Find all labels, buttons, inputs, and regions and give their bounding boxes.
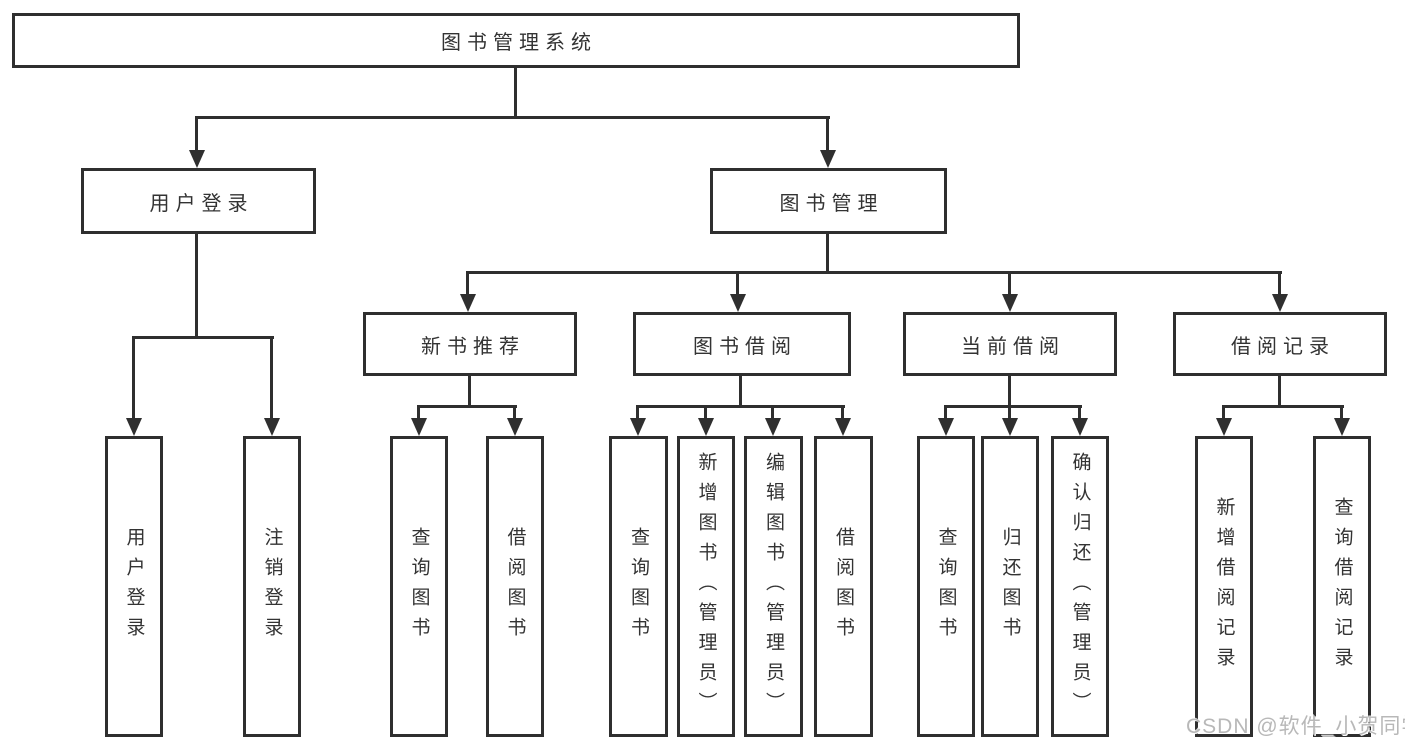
node-new-book-recommend: 新书推荐 (363, 312, 577, 376)
connector-root-rail (195, 116, 830, 119)
connector-drop (1222, 407, 1225, 418)
connector-drop (636, 407, 639, 418)
arrow-down-icon (1272, 294, 1288, 312)
arrow-down-icon (1002, 294, 1018, 312)
leaf-edit-book-admin: 编辑图书（管理员） (744, 436, 803, 737)
leaf-borrow-books-recommend: 借阅图书 (486, 436, 544, 737)
arrow-down-icon (411, 418, 427, 436)
node-book-management: 图书管理 (710, 168, 947, 234)
leaf-return-book: 归还图书 (981, 436, 1039, 737)
node-borrow-records: 借阅记录 (1173, 312, 1387, 376)
connector-drop (841, 407, 844, 418)
connector-drop (417, 407, 420, 418)
leaf-logout: 注销登录 (243, 436, 301, 737)
node-root: 图书管理系统 (12, 13, 1020, 68)
connector-user-login-rail (132, 336, 274, 339)
arrow-down-icon (1334, 418, 1350, 436)
arrow-down-icon (938, 418, 954, 436)
connector-drop-current-borrow (1008, 273, 1011, 294)
leaf-borrow-books: 借阅图书 (814, 436, 873, 737)
connector-drop (944, 407, 947, 418)
connector-drop-leaf-logout (270, 338, 273, 418)
connector-drop (1078, 407, 1081, 418)
arrow-down-icon (1072, 418, 1088, 436)
connector-borrow-records-stem (1278, 376, 1281, 407)
leaf-add-book-admin: 新增图书（管理员） (677, 436, 735, 737)
connector-drop-user-login (195, 118, 198, 150)
arrow-down-icon (126, 418, 142, 436)
connector-drop-leaf-user-login (132, 338, 135, 418)
arrow-down-icon (1002, 418, 1018, 436)
watermark-text: CSDN @软件_小贺同学 (1186, 715, 1405, 738)
leaf-add-borrow-record: 新增借阅记录 (1195, 436, 1253, 737)
arrow-down-icon (189, 150, 205, 168)
connector-drop (704, 407, 707, 418)
arrow-down-icon (698, 418, 714, 436)
connector-book-mgmt-stem (826, 234, 829, 273)
connector-new-book-rail (417, 405, 517, 408)
connector-drop (771, 407, 774, 418)
connector-book-borrow-rail (636, 405, 845, 408)
arrow-down-icon (460, 294, 476, 312)
leaf-query-books-current: 查询图书 (917, 436, 975, 737)
arrow-down-icon (820, 150, 836, 168)
connector-root-stem (514, 68, 517, 118)
leaf-query-books-recommend: 查询图书 (390, 436, 448, 737)
connector-user-login-stem (195, 234, 198, 338)
connector-drop (1340, 407, 1343, 418)
leaf-query-borrow-record: 查询借阅记录 (1313, 436, 1371, 737)
leaf-confirm-return-admin: 确认归还（管理员） (1051, 436, 1109, 737)
connector-drop (513, 407, 516, 418)
arrow-down-icon (730, 294, 746, 312)
node-current-borrow: 当前借阅 (903, 312, 1117, 376)
arrow-down-icon (507, 418, 523, 436)
connector-current-borrow-stem (1008, 376, 1011, 407)
connector-drop-borrow-records (1278, 273, 1281, 294)
connector-book-mgmt-rail (466, 271, 1282, 274)
connector-current-borrow-rail (944, 405, 1082, 408)
connector-drop-book-mgmt (826, 118, 829, 150)
connector-new-book-stem (468, 376, 471, 407)
arrow-down-icon (630, 418, 646, 436)
arrow-down-icon (264, 418, 280, 436)
leaf-user-login: 用户登录 (105, 436, 163, 737)
arrow-down-icon (765, 418, 781, 436)
leaf-query-books-borrow: 查询图书 (609, 436, 668, 737)
connector-drop-book-borrow (736, 273, 739, 294)
node-user-login: 用户登录 (81, 168, 316, 234)
connector-drop (1008, 407, 1011, 418)
connector-book-borrow-stem (739, 376, 742, 407)
arrow-down-icon (835, 418, 851, 436)
arrow-down-icon (1216, 418, 1232, 436)
node-book-borrow: 图书借阅 (633, 312, 851, 376)
connector-borrow-records-rail (1222, 405, 1344, 408)
connector-drop-new-book (466, 273, 469, 294)
